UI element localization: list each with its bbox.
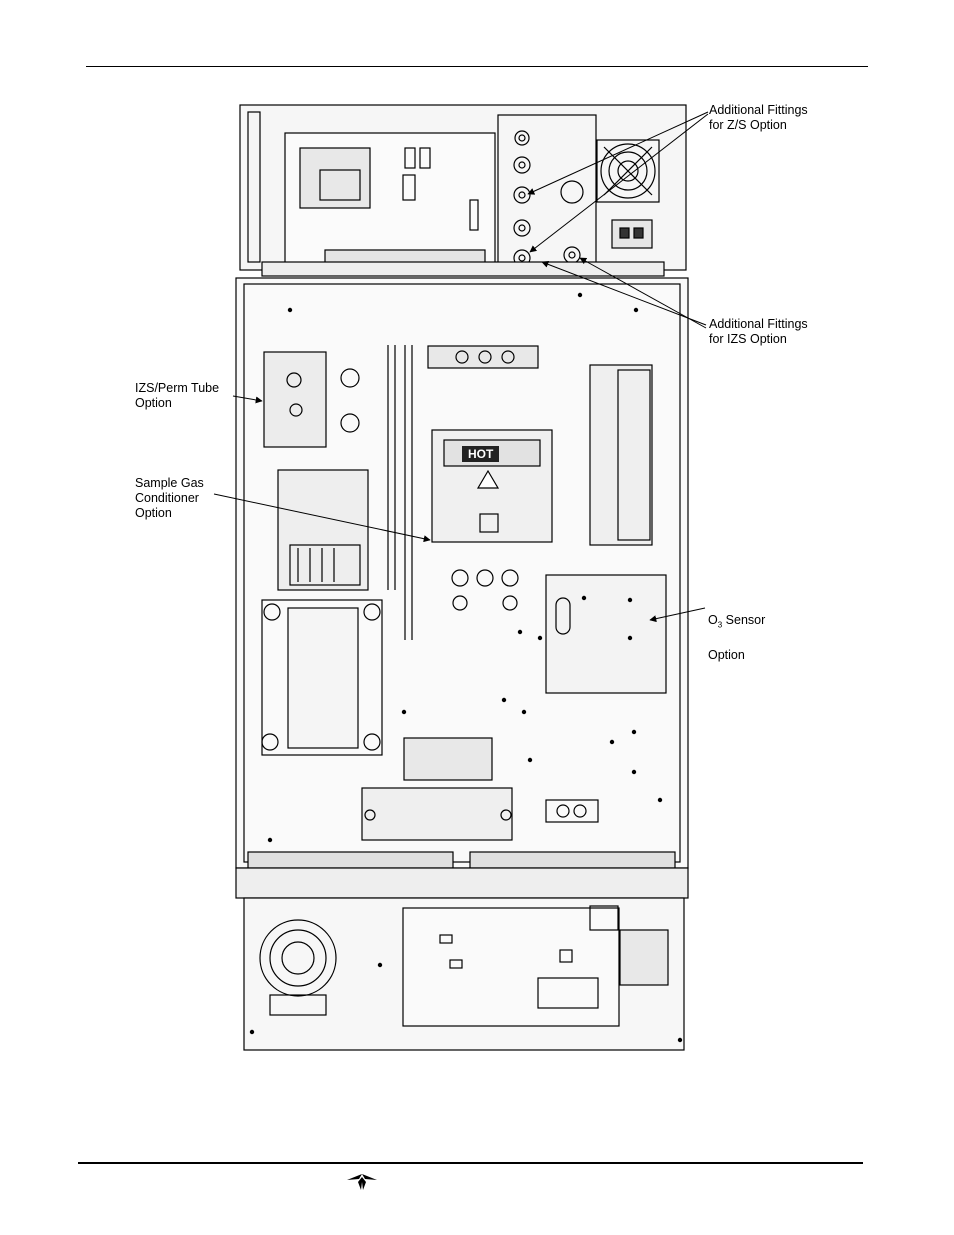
footer-rule <box>78 1162 863 1164</box>
o3-label-o: O <box>708 613 718 627</box>
teledyne-logo-icon <box>344 1170 380 1192</box>
hinge-strip <box>262 262 664 276</box>
callout-sample-gas-conditioner: Sample Gas Conditioner Option <box>135 476 204 521</box>
callout-izs-fittings: Additional Fittings for IZS Option <box>709 317 808 347</box>
callout-izs-perm-tube: IZS/Perm Tube Option <box>135 381 219 411</box>
bottom-section <box>244 898 684 1050</box>
o3-label-rest: Sensor <box>722 613 765 627</box>
rear-panel <box>240 105 686 270</box>
izs-perm-tube <box>264 352 326 447</box>
o3-label-option: Option <box>708 648 745 662</box>
heater-badge: HOT <box>462 446 499 462</box>
chassis-floor <box>236 868 688 898</box>
callout-o3-sensor: O3 Sensor Option <box>708 598 765 663</box>
sample-gas-conditioner <box>278 470 368 590</box>
callout-zs-fittings: Additional Fittings for Z/S Option <box>709 103 808 133</box>
main-chassis <box>236 278 688 868</box>
